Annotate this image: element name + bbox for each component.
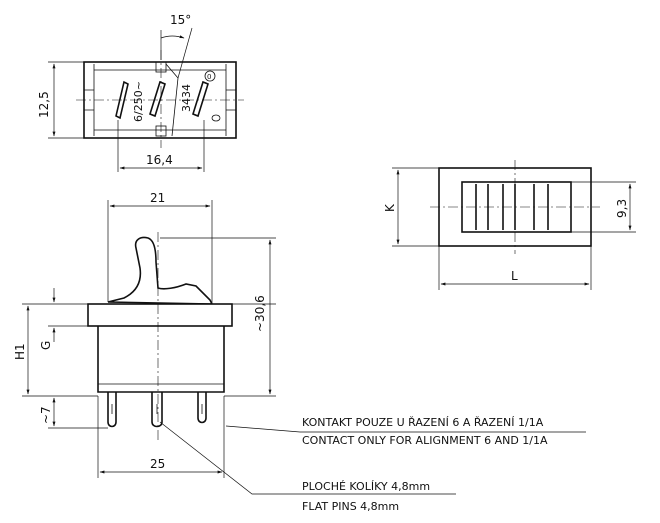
- angle-label: 15°: [170, 13, 191, 27]
- side-width-extension-lines: [107, 200, 213, 304]
- pins-note-leader: [159, 421, 456, 495]
- top-view-code-label: 3434: [180, 84, 193, 112]
- side-height-total-label: ~30,6: [253, 295, 267, 332]
- side-h1-label: H1: [13, 343, 27, 360]
- top-height-label: 12,5: [37, 91, 51, 118]
- side-view-pin-middle: [151, 392, 163, 428]
- pins-note-en: FLAT PINS 4,8mm: [302, 500, 399, 513]
- side-base-width-label: 25: [150, 457, 165, 471]
- side-view-pin-right: [197, 392, 207, 424]
- side-view: 21 ~30,6 H1 G ~7 25: [13, 191, 276, 478]
- side-view-flange: [87, 303, 233, 327]
- cutout-l-label: L: [511, 269, 518, 283]
- side-view-body: [97, 326, 225, 393]
- top-width-label: 16,4: [146, 153, 173, 167]
- side-view-pin-left: [107, 392, 117, 428]
- base-width-extension-lines: [97, 396, 225, 478]
- pins-note-cz: PLOCHÉ KOLÍKY 4,8mm: [302, 480, 430, 493]
- contact-note-cz: KONTAKT POUZE U ŘAZENÍ 6 A ŘAZENÍ 1/1A: [302, 416, 544, 429]
- top-view-contact-left: [115, 80, 129, 120]
- notes: KONTAKT POUZE U ŘAZENÍ 6 A ŘAZENÍ 1/1A C…: [159, 416, 586, 513]
- top-view-contact-middle: [149, 80, 166, 118]
- inner-height-extension-lines: [571, 181, 636, 233]
- cutout-view: K L 9,3: [383, 160, 636, 290]
- cutout-height-label: 9,3: [615, 199, 629, 218]
- top-view-marking-symbol: [211, 114, 221, 122]
- width-extension-lines: [117, 120, 205, 172]
- k-extension-lines: [392, 167, 439, 247]
- top-view-marking-number: 0: [207, 73, 211, 81]
- side-g-label: G: [39, 341, 53, 350]
- angle-arc: [160, 35, 185, 39]
- l-extension-lines: [438, 246, 592, 290]
- contact-note-en: CONTACT ONLY FOR ALIGNMENT 6 AND 1/1A: [302, 434, 548, 447]
- top-view: 0 6/250~ 3434 15° 12,5 16,4: [37, 13, 244, 172]
- side-pin-length-label: ~7: [39, 406, 53, 424]
- angle-leader-line: [177, 27, 193, 79]
- top-view-latch-lines: [84, 89, 236, 111]
- h1-extension-lines: [22, 303, 98, 397]
- cutout-k-label: K: [383, 203, 397, 212]
- height-extension-lines: [48, 61, 84, 139]
- side-width-label: 21: [150, 191, 165, 205]
- top-view-marking-circle: [204, 70, 216, 82]
- top-view-rating-label: 6/250~: [132, 81, 145, 122]
- contact-note-leader: [225, 425, 586, 433]
- total-height-extension-lines: [160, 237, 276, 305]
- top-view-contact-right: [192, 80, 209, 118]
- side-view-actuator: [107, 236, 214, 305]
